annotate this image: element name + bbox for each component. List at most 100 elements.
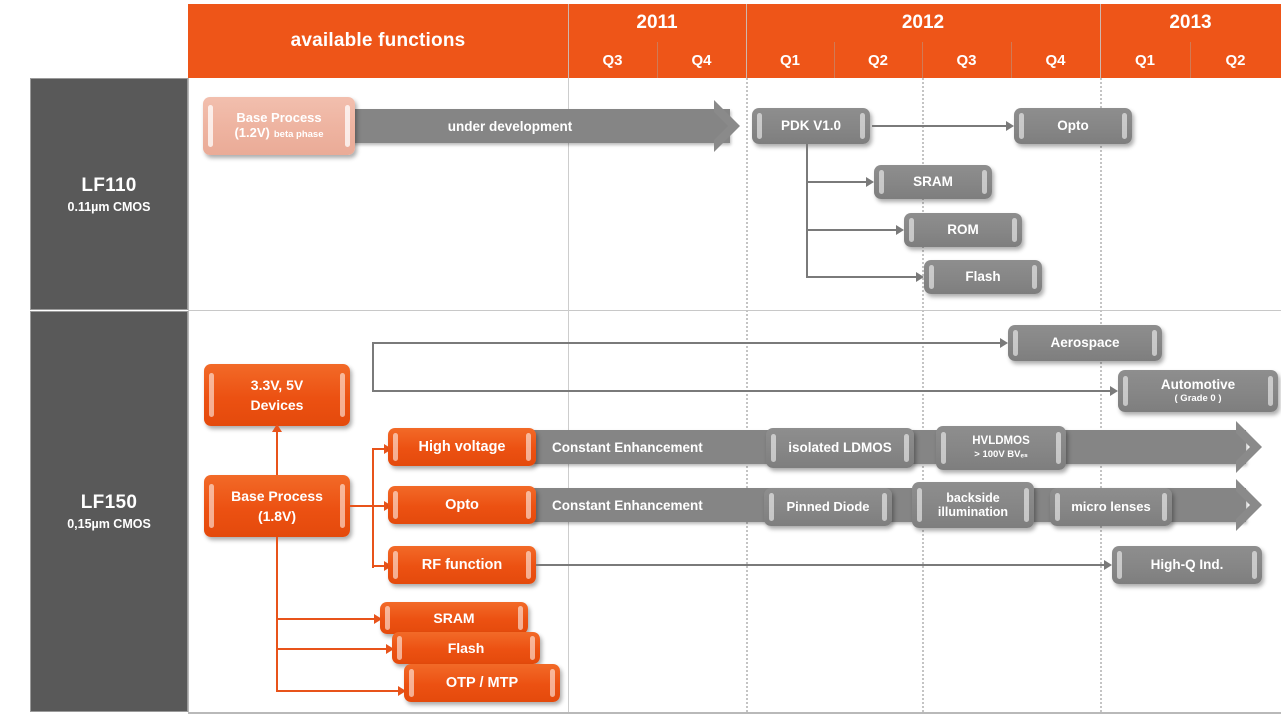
arrow-head-icon [1236,421,1270,473]
quarter-guide-2012q4 [922,78,924,712]
quarter-header-2013-q1: Q1 [1134,51,1155,69]
pdk-label: PDK V1.0 [780,118,842,134]
base-process-line1: Base Process [231,487,323,504]
family-name: LF110 [81,174,137,196]
aerospace-box: Aerospace [1008,325,1162,361]
sram-label: SRAM [913,174,953,190]
sram-label: SRAM [433,609,475,626]
connector-qualification-trunk [372,342,374,392]
header-quarter-divider [657,42,658,78]
arrow-head-icon [1006,121,1014,131]
opto-label: Opto [1057,118,1089,134]
arrow-head-icon [714,100,748,152]
header-quarter-divider [1011,42,1012,78]
family-label-lf110: LF110 0.11µm CMOS [30,78,188,310]
quarter-header-2011-q3: Q3 [602,51,623,69]
rom-label: ROM [947,222,979,238]
base-process-title: Base Process [236,110,322,126]
opto-box[interactable]: Opto [388,486,536,524]
connector-functions-trunk [372,448,374,568]
high-voltage-box[interactable]: High voltage [388,428,536,466]
column-separator [568,78,569,712]
base-process-phase: beta phase [273,129,324,140]
micro-lenses-label: micro lenses [1071,498,1151,514]
connector-to-sram [276,618,376,620]
devices-line2: Devices [250,397,304,413]
connector-automotive [372,390,1112,392]
lf150-otp-mtp-box[interactable]: OTP / MTP [404,664,560,702]
year-header-2011: 2011 [636,12,678,33]
hvldmos-label: HVLDMOS [972,435,1030,448]
connector-pdk-opto [872,125,1010,127]
lf110-opto-box: Opto [1014,108,1132,144]
under-development-label: under development [447,118,573,134]
lf150-base-process-box: Base Process (1.8V) [204,475,350,537]
connector-rf-highq [536,564,1106,566]
quarter-header-2012-q1: Q1 [779,51,800,69]
arrow-head-icon [1104,560,1112,570]
family-label-lf150: LF150 0,15µm CMOS [30,311,188,712]
arrow-head-icon [896,225,904,235]
header-divider [1100,4,1101,78]
connector-to-rf [372,565,386,567]
quarter-header-2012-q2: Q2 [867,51,888,69]
high-voltage-bar-label: Constant Enhancement [552,439,703,455]
isolated-ldmos-label: isolated LDMOS [788,440,892,456]
arrow-head-icon [386,644,394,654]
arrow-head-icon [272,424,282,432]
family-node: 0.11µm CMOS [67,199,151,214]
quarter-header-2013-q2: Q2 [1225,51,1246,69]
backside-illumination-box: backside illumination [912,482,1034,528]
lf110-base-process-box: Base Process (1.2V) beta phase [203,97,355,155]
illumination-label: illumination [937,505,1009,519]
lf150-sram-box[interactable]: SRAM [380,602,528,634]
connector-base-functions [350,505,374,507]
connector-base-devices [276,432,278,475]
lf150-flash-box[interactable]: Flash [392,632,540,664]
family-row-divider [188,310,1281,311]
lf110-rom-box: ROM [904,213,1022,247]
header-divider [746,4,747,78]
rf-function-label: RF function [421,556,503,573]
hvldmos-box: HVLDMOS > 100V BVₑₛ [936,426,1066,470]
high-q-label: High-Q Ind. [1150,557,1224,573]
hvldmos-spec: > 100V BVₑₛ [974,448,1028,460]
automotive-grade: ( Grade 0 ) [1174,392,1222,404]
timeline-header: available functions 2011 2012 2013 Q3 Q4… [188,4,1281,78]
connector-to-opto [372,505,386,507]
connector-pdk-rom [806,229,898,231]
arrow-head-icon [1000,338,1008,348]
connector-to-otp [276,690,400,692]
connector-base-memory-trunk [276,537,278,692]
arrow-head-icon [398,686,406,696]
year-header-2013: 2013 [1169,12,1212,33]
connector-pdk-trunk [806,144,808,278]
header-divider [568,4,569,78]
flash-label: Flash [447,639,485,656]
pinned-diode-label: Pinned Diode [786,498,870,514]
rf-function-box[interactable]: RF function [388,546,536,584]
under-development-bar: under development [290,109,730,143]
automotive-box: Automotive ( Grade 0 ) [1118,370,1278,412]
isolated-ldmos-box: isolated LDMOS [766,428,914,468]
quarter-header-2012-q4: Q4 [1045,51,1066,69]
otp-mtp-label: OTP / MTP [445,674,519,691]
lf110-sram-box: SRAM [874,165,992,199]
opto-bar-label: Constant Enhancement [552,497,703,513]
micro-lenses-box: micro lenses [1050,488,1172,526]
header-quarter-divider [922,42,923,78]
header-quarter-divider [1190,42,1191,78]
arrow-head-icon [1110,386,1118,396]
backside-label: backside [946,490,1000,505]
arrow-head-icon [866,177,874,187]
lf150-devices-box: 3.3V, 5V Devices [204,364,350,426]
flash-label: Flash [965,269,1001,285]
automotive-label: Automotive [1160,377,1236,393]
arrow-head-icon [1236,479,1270,531]
high-voltage-label: High voltage [418,438,506,455]
pdk-box: PDK V1.0 [752,108,870,144]
arrow-head-icon [916,272,924,282]
connector-to-high-voltage [372,448,386,450]
family-name: LF150 [80,492,138,513]
